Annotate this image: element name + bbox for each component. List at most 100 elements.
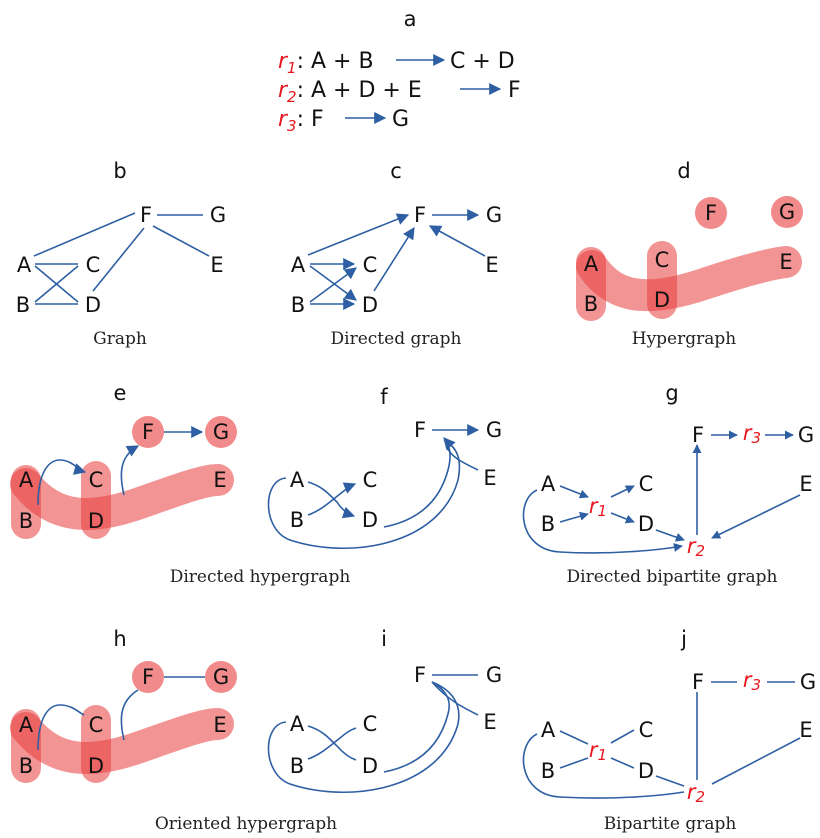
node-d: D — [85, 293, 101, 317]
panel-j: j A B C D E F G r1 r2 r3 Bipartite graph — [522, 627, 816, 834]
node-e: E — [485, 253, 498, 277]
node-b: B — [291, 293, 305, 317]
edge-e-r2 — [711, 737, 801, 785]
panel-d: d A B C D E F G Hypergraph — [576, 159, 803, 349]
reaction-r2-lhs: r2: A + D + E — [278, 78, 422, 106]
reaction-node-r2: r2 — [687, 534, 705, 560]
node-a: A — [290, 712, 305, 736]
directed-graph-edges — [307, 209, 486, 310]
hyperedge-r3-g — [205, 416, 237, 448]
node-a: A — [290, 468, 305, 492]
edge-r2-e — [431, 681, 479, 716]
node-c: C — [86, 253, 101, 277]
node-d: D — [638, 759, 654, 783]
panel-b: b A B C D E F G Graph — [16, 159, 226, 349]
edge-b-c — [34, 265, 79, 303]
edge-b-r1 — [559, 757, 589, 769]
arc-d-r2 — [655, 529, 685, 542]
node-e: E — [210, 253, 223, 277]
node-a: A — [17, 253, 32, 277]
hyperarc-r1-b-c — [307, 482, 357, 516]
reaction-r3: r3: F G — [278, 107, 409, 135]
node-d: D — [362, 508, 378, 532]
panel-c: c A B C D E F G Directed graph — [291, 159, 502, 349]
node-f: F — [692, 670, 704, 694]
node-d: D — [654, 288, 670, 312]
node-c: C — [639, 718, 654, 742]
edge-d-f — [92, 227, 145, 292]
reaction-node-r1: r1 — [589, 738, 607, 764]
panel-label-g: g — [665, 381, 678, 405]
node-c: C — [363, 712, 378, 736]
node-a: A — [19, 713, 34, 737]
reaction-r2-subscript: 2 — [287, 88, 297, 106]
reaction-r3-lhs: r3: F — [278, 107, 324, 135]
node-g: G — [210, 203, 226, 227]
reaction-r2: r2: A + D + E F — [278, 78, 521, 106]
node-g: G — [486, 203, 502, 227]
hyperedge-r3-g — [771, 196, 803, 228]
reaction-r2-reactants: : A + D + E — [297, 78, 422, 103]
edge-r1-b-c — [307, 727, 357, 760]
node-c: C — [363, 468, 378, 492]
node-a: A — [541, 718, 556, 742]
hyperedge-r3-f — [695, 197, 727, 229]
node-e: E — [799, 718, 812, 742]
reaction-r3-subscript: 3 — [287, 117, 297, 135]
node-a: A — [19, 468, 34, 492]
node-g: G — [798, 423, 814, 447]
node-c: C — [89, 468, 104, 492]
node-e: E — [483, 710, 496, 734]
node-f: F — [705, 201, 717, 225]
panel-label-j: j — [680, 627, 687, 651]
hyperedges — [10, 416, 237, 539]
arc-e-f — [428, 225, 486, 257]
panel-label-a: a — [404, 7, 417, 31]
node-d: D — [362, 754, 378, 778]
node-f: F — [414, 203, 426, 227]
node-g: G — [486, 418, 502, 442]
node-e: E — [779, 250, 792, 274]
edge-a-r1 — [559, 730, 589, 745]
node-c: C — [89, 713, 104, 737]
reaction-r3-symbol: r — [278, 107, 289, 132]
arc-a-r2 — [522, 489, 683, 554]
node-a: A — [584, 252, 599, 276]
arc-r1-c — [610, 485, 635, 498]
panel-label-b: b — [113, 159, 126, 183]
oriented-edge-r2 — [120, 689, 139, 741]
panel-label-h: h — [113, 627, 126, 651]
node-f: F — [142, 665, 154, 689]
arc-e-r2 — [711, 494, 801, 539]
node-e: E — [213, 713, 226, 737]
arc-r1-d — [610, 512, 635, 524]
arc-b-c — [309, 267, 357, 303]
node-b: B — [290, 754, 304, 778]
edge-r1-a-d — [307, 725, 357, 761]
panel-label-e: e — [114, 381, 127, 405]
node-f: F — [414, 663, 426, 687]
hyperedges — [576, 196, 803, 321]
node-e: E — [213, 468, 226, 492]
node-g: G — [779, 200, 795, 224]
node-b: B — [541, 759, 555, 783]
node-a: A — [541, 472, 556, 496]
node-f: F — [142, 420, 154, 444]
node-c: C — [655, 248, 670, 272]
reaction-r1-products: C + D — [450, 49, 515, 74]
reaction-r1-reactants: : A + B — [297, 49, 374, 74]
edge-a-r2 — [522, 733, 685, 799]
panel-e: e A B C D E F G Directed hypergraph — [10, 381, 350, 587]
edge-f-e — [152, 225, 210, 257]
edge-r1-d — [610, 757, 635, 769]
caption-g: Directed bipartite graph — [567, 567, 778, 587]
panel-label-d: d — [677, 159, 690, 183]
panel-label-c: c — [390, 159, 402, 183]
caption-c: Directed graph — [331, 329, 462, 349]
hyperedge-r3-f — [132, 661, 164, 693]
reaction-node-r1: r1 — [589, 494, 607, 520]
node-g: G — [213, 420, 229, 444]
reaction-r3-products: G — [392, 107, 409, 132]
node-f: F — [692, 423, 704, 447]
